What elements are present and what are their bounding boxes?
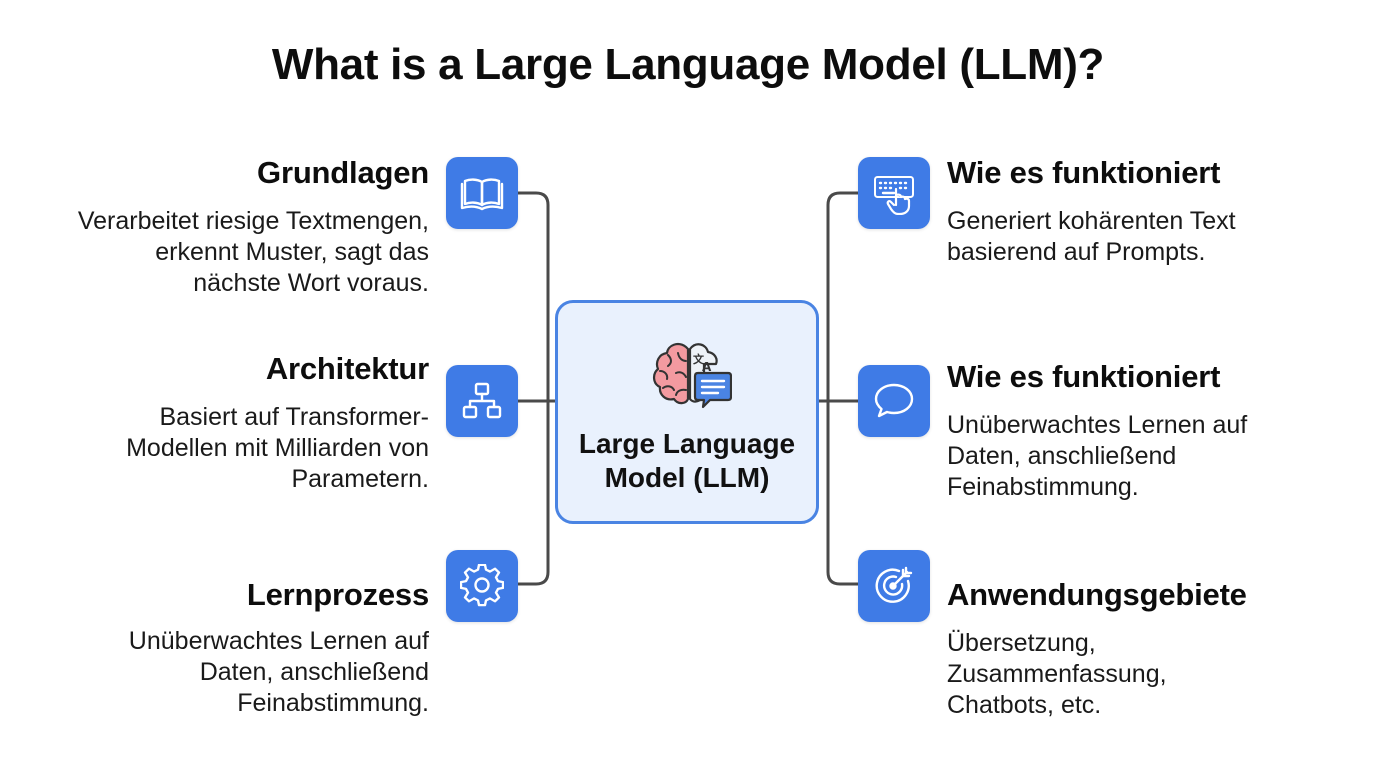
grundlagen-icon-tile <box>446 157 518 229</box>
desc-line: Feinabstimmung. <box>947 473 1139 501</box>
desc-line: Daten, anschließend <box>199 658 429 686</box>
connector-left <box>516 191 550 586</box>
desc-line: Parametern. <box>291 465 429 493</box>
center-node: 文 A Large Language Model (LLM) <box>555 300 819 524</box>
desc-line: Zusammenfassung, <box>947 660 1167 688</box>
page-title: What is a Large Language Model (LLM)? <box>271 40 1105 89</box>
node-desc-lernprozess: Unüberwachtes Lernen auf Daten, anschlie… <box>129 626 429 719</box>
node-heading-anwendung: Anwendungsgebiete <box>947 577 1247 612</box>
speech-bubble-icon <box>874 383 914 418</box>
desc-line: Unüberwachtes Lernen auf <box>947 411 1248 439</box>
desc-line: Daten, anschließend <box>947 442 1177 470</box>
desc-line: Unüberwachtes Lernen auf <box>128 627 429 655</box>
desc-line: Generiert kohärenten Text <box>947 207 1236 235</box>
node-heading-funktion-1: Wie es funktioniert <box>947 155 1221 190</box>
node-heading-grundlagen: Grundlagen <box>257 155 429 190</box>
hierarchy-icon <box>462 382 502 419</box>
svg-text:A: A <box>702 360 712 374</box>
svg-text:文: 文 <box>693 352 705 366</box>
node-desc-funktion-1: Generiert kohärenten Text basierend auf … <box>947 206 1236 268</box>
desc-line: Chatbots, etc. <box>947 691 1102 719</box>
node-heading-lernprozess: Lernprozess <box>246 577 429 612</box>
funktion-2-icon-tile <box>858 365 930 437</box>
node-heading-architektur: Architektur <box>265 351 429 386</box>
node-desc-architektur: Basiert auf Transformer- Modellen mit Mi… <box>126 402 429 495</box>
desc-line: Modellen mit Milliarden von <box>126 434 429 462</box>
connector-right <box>826 191 860 586</box>
desc-line: erkennt Muster, sagt das <box>155 238 429 266</box>
anwendung-icon-tile <box>858 550 930 622</box>
funktion-1-icon-tile <box>858 157 930 229</box>
keyboard-hand-icon <box>874 176 914 215</box>
node-desc-funktion-2: Unüberwachtes Lernen auf Daten, anschlie… <box>947 410 1247 503</box>
desc-line: nächste Wort voraus. <box>193 269 429 297</box>
desc-line: Feinabstimmung. <box>237 689 429 717</box>
node-desc-grundlagen: Verarbeitet riesige Textmengen, erkennt … <box>78 206 429 299</box>
open-book-icon <box>460 178 504 211</box>
center-label-line-2: Model (LLM) <box>604 462 770 493</box>
desc-line: Übersetzung, <box>947 629 1096 657</box>
node-heading-funktion-2: Wie es funktioniert <box>947 359 1221 394</box>
architektur-icon-tile <box>446 365 518 437</box>
target-icon <box>875 566 913 603</box>
desc-line: Basiert auf Transformer- <box>159 403 429 431</box>
brain-translate-chat-icon: 文 A <box>653 343 732 409</box>
desc-line: basierend auf Prompts. <box>947 238 1206 266</box>
center-label-line-1: Large Language <box>578 428 796 459</box>
desc-line: Verarbeitet riesige Textmengen, <box>77 207 429 235</box>
gear-icon <box>460 564 504 607</box>
center-label: Large Language Model (LLM) <box>558 427 816 495</box>
lernprozess-icon-tile <box>446 550 518 622</box>
node-desc-anwendung: Übersetzung, Zusammenfassung, Chatbots, … <box>947 628 1167 721</box>
